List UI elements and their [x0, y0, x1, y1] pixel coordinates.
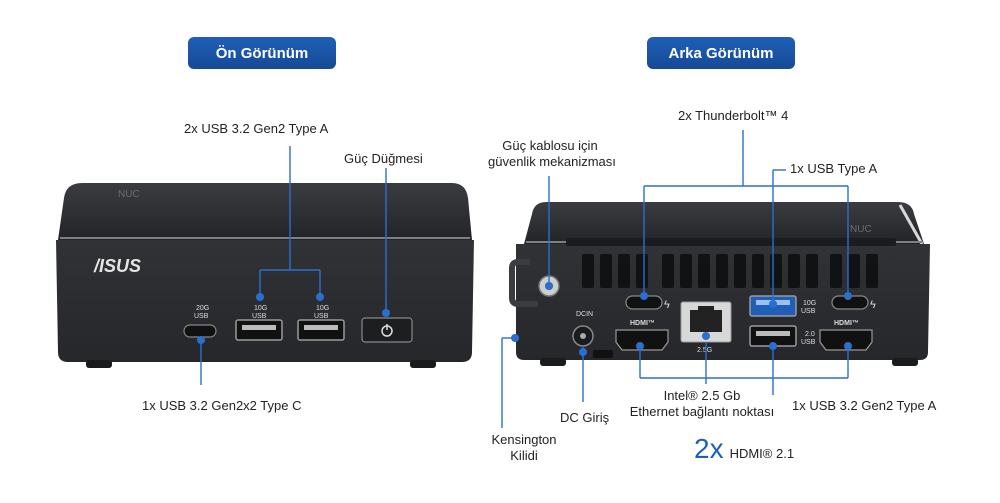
- svg-text:ϟ: ϟ: [870, 299, 876, 311]
- svg-text:10G: 10G: [316, 305, 329, 312]
- ethernet-port: 2.5G: [680, 301, 732, 354]
- asus-logo: /ISUS: [93, 256, 141, 276]
- label-rear-usb-type-a: 1x USB Type A: [790, 161, 878, 176]
- svg-text:USB: USB: [801, 339, 816, 346]
- hdmi-name: HDMI® 2.1: [729, 446, 795, 461]
- front-leader-lines: [200, 146, 387, 385]
- hdmi-count: 2x: [694, 433, 724, 464]
- rear-view-header: Arka Görünüm: [647, 37, 795, 69]
- svg-text:DCIN: DCIN: [576, 311, 593, 318]
- hdmi-port-1: HDMI™: [615, 320, 669, 351]
- svg-text:10G: 10G: [803, 300, 816, 307]
- svg-text:USB: USB: [801, 308, 816, 315]
- svg-text:NUC: NUC: [850, 224, 872, 235]
- svg-text:2.0: 2.0: [805, 331, 815, 338]
- label-ethernet: Intel® 2.5 Gb Ethernet bağlantı noktası: [629, 388, 775, 419]
- svg-text:HDMI™: HDMI™: [630, 320, 655, 327]
- svg-text:10G: 10G: [254, 305, 267, 312]
- svg-text:USB: USB: [194, 313, 209, 320]
- svg-text:HDMI™: HDMI™: [834, 320, 859, 327]
- thunderbolt-port-1: ϟ: [625, 295, 670, 311]
- power-button[interactable]: [361, 317, 413, 343]
- front-usb-c-port: 20G USB: [183, 305, 217, 338]
- front-usb-a-port-1: 10G USB: [235, 305, 283, 341]
- label-kensington: Kensington Kilidi: [491, 432, 557, 463]
- kensington-slot: [593, 350, 613, 358]
- svg-text:2.5G: 2.5G: [697, 347, 712, 354]
- hdmi-port-2: HDMI™: [819, 320, 873, 351]
- label-thunderbolt: 2x Thunderbolt™ 4: [678, 108, 789, 123]
- dc-in-port: DCIN: [572, 311, 594, 347]
- front-usb-a-port-2: 10G USB: [297, 305, 345, 341]
- svg-text:NUC: NUC: [118, 189, 140, 200]
- thunderbolt-port-2: ϟ: [831, 295, 876, 311]
- label-front-usb-a: 2x USB 3.2 Gen2 Type A: [184, 121, 329, 136]
- label-hdmi: 2x HDMI® 2.1: [694, 434, 794, 464]
- label-power-button: Güç Düğmesi: [344, 151, 423, 166]
- front-view-header: Ön Görünüm: [188, 37, 336, 69]
- rear-leader-lines: [501, 130, 849, 428]
- rear-vents: [582, 254, 878, 288]
- svg-text:ϟ: ϟ: [664, 299, 670, 311]
- label-dc-in: DC Giriş: [560, 410, 610, 425]
- label-rear-usb-gen2-a: 1x USB 3.2 Gen2 Type A: [792, 398, 937, 413]
- label-power-cable-lock: Güç kablosu için güvenlik mekanizması: [488, 138, 616, 169]
- svg-text:USB: USB: [252, 313, 267, 320]
- label-front-usb-c: 1x USB 3.2 Gen2x2 Type C: [142, 398, 302, 413]
- svg-text:USB: USB: [314, 313, 329, 320]
- svg-text:20G: 20G: [196, 305, 209, 312]
